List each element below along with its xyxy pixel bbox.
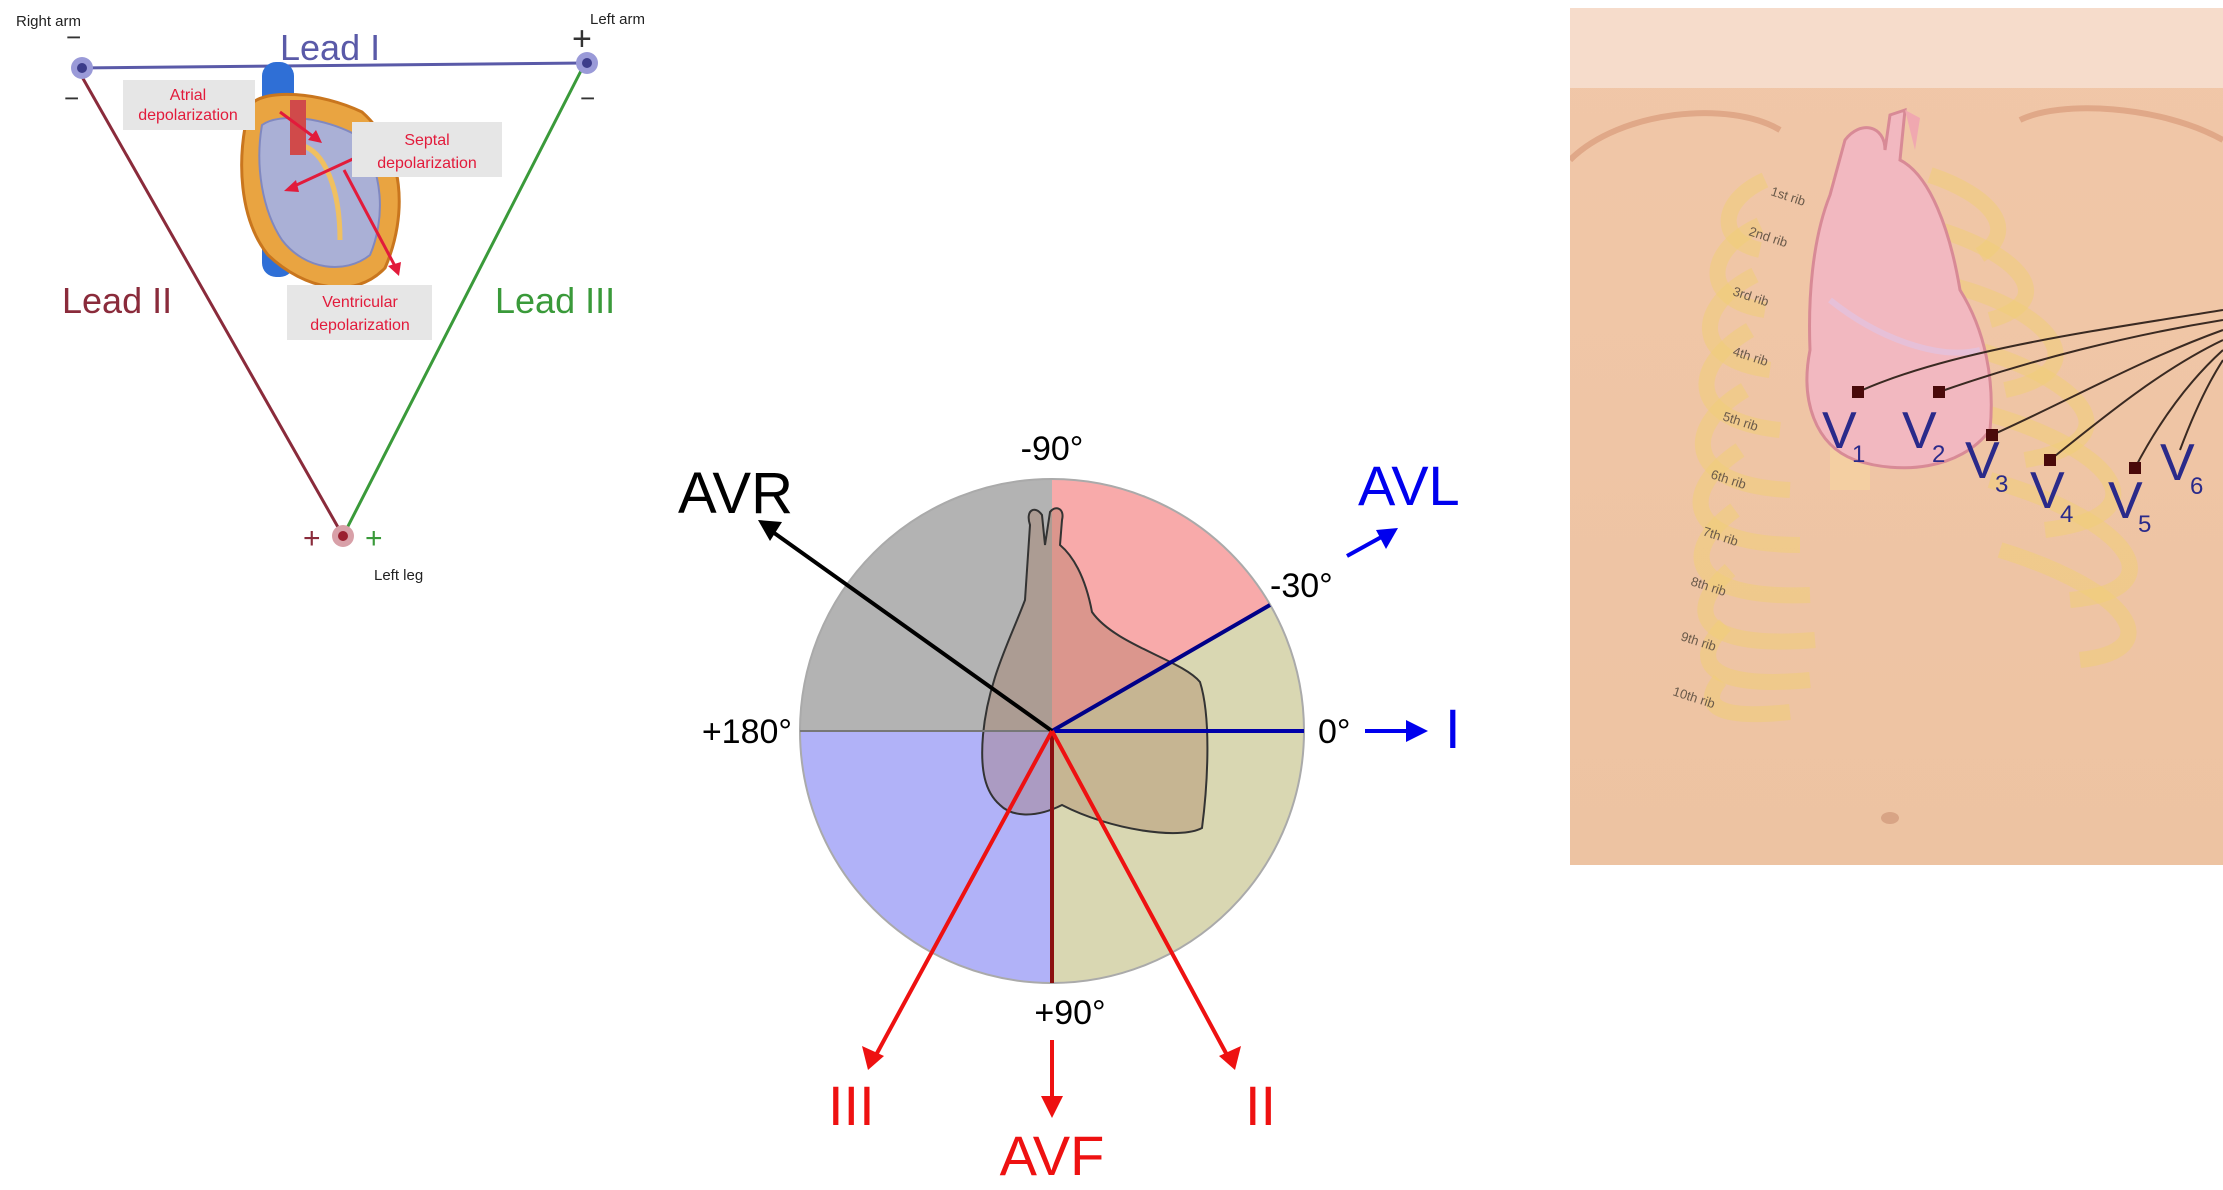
iii-vector (862, 730, 1054, 1070)
v-lead-labels: V 1 V 2 V 3 V 4 V 5 V 6 (1822, 402, 2203, 538)
v2-label: V (1902, 402, 1937, 460)
avf-vector (1041, 1040, 1063, 1118)
atrial-label-2: depolarization (138, 107, 238, 124)
einthoven-triangle-panel: Atrial depolarization Septal depolarizat… (16, 11, 645, 584)
v2-subscript: 2 (1932, 441, 1945, 468)
hexaxial-panel: -90° -30° 0° +180° +90° AVR AVL I III AV… (678, 430, 1461, 1187)
ventricular-label-2: depolarization (310, 317, 410, 334)
septal-label-box (352, 122, 502, 177)
septal-label-1: Septal (404, 132, 449, 149)
left-leg-plus-ii: + (303, 522, 321, 555)
v1-subscript: 1 (1852, 441, 1865, 468)
v5-label: V (2108, 472, 2143, 530)
i-vector (1365, 720, 1428, 742)
deg-90-label: +90° (1034, 994, 1105, 1032)
v1-electrode (1852, 386, 1864, 398)
v4-label: V (2030, 462, 2065, 520)
right-arm-electrode (71, 57, 93, 79)
clavicles (1570, 105, 2223, 163)
atrial-label-box (123, 80, 255, 130)
neck-shadow (1570, 8, 2223, 88)
right-arm-minus-top: − (66, 22, 81, 52)
v3-label: V (1965, 432, 2000, 490)
chest-leads-panel: 1st rib 2nd rib 3rd rib 4th rib 5th rib … (1570, 8, 2223, 865)
left-arm-plus: + (572, 20, 592, 58)
avl-vector (1346, 528, 1398, 558)
ventricular-label-1: Ventricular (322, 294, 398, 311)
ii-vector (1050, 730, 1241, 1070)
left-arm-minus: − (580, 83, 595, 113)
avr-vector (758, 520, 1054, 733)
septal-label-2: depolarization (377, 155, 477, 172)
deg-0-label: 0° (1318, 713, 1351, 751)
lead-iii-label: Lead III (495, 280, 615, 321)
v5-subscript: 5 (2138, 511, 2151, 538)
electrode-wires (1857, 309, 2223, 469)
left-arm-electrode (576, 52, 598, 74)
left-leg-plus-iii: + (365, 522, 383, 555)
left-leg-label: Left leg (374, 567, 423, 584)
v2-electrode (1933, 386, 1945, 398)
left-arm-label: Left arm (590, 11, 645, 28)
avf-label: AVF (1000, 1124, 1105, 1187)
avr-label: AVR (678, 461, 793, 526)
v4-subscript: 4 (2060, 501, 2073, 528)
left-leg-electrode (332, 525, 354, 547)
right-arm-minus-bottom: − (64, 83, 79, 113)
v6-label: V (2160, 434, 2195, 492)
lead-ii-axis-label: II (1245, 1074, 1276, 1137)
v3-electrode (1986, 429, 1998, 441)
axis-quadrants (799, 478, 1305, 984)
avl-label: AVL (1358, 454, 1460, 517)
lead-ii-label: Lead II (62, 280, 172, 321)
right-arm-label: Right arm (16, 13, 81, 30)
axis-lines (800, 603, 1304, 983)
navel (1881, 812, 1899, 824)
ventricular-label-box (287, 285, 432, 340)
atrial-label-1: Atrial (170, 87, 206, 104)
lead-iii-line (341, 62, 587, 537)
lead-i-axis-label: I (1445, 697, 1461, 760)
deg-minus30-label: -30° (1270, 567, 1333, 605)
lead-i-line (76, 61, 586, 70)
v3-subscript: 3 (1995, 471, 2008, 498)
lead-ii-line (75, 67, 345, 537)
deg-180-label: +180° (702, 713, 792, 751)
lead-i-label: Lead I (280, 27, 380, 68)
lead-iii-axis-label: III (828, 1074, 875, 1137)
v5-electrode (2129, 462, 2141, 474)
deg-minus90-label: -90° (1021, 430, 1084, 468)
v6-subscript: 6 (2190, 473, 2203, 500)
v4-electrode (2044, 454, 2056, 466)
v1-label: V (1822, 402, 1857, 460)
